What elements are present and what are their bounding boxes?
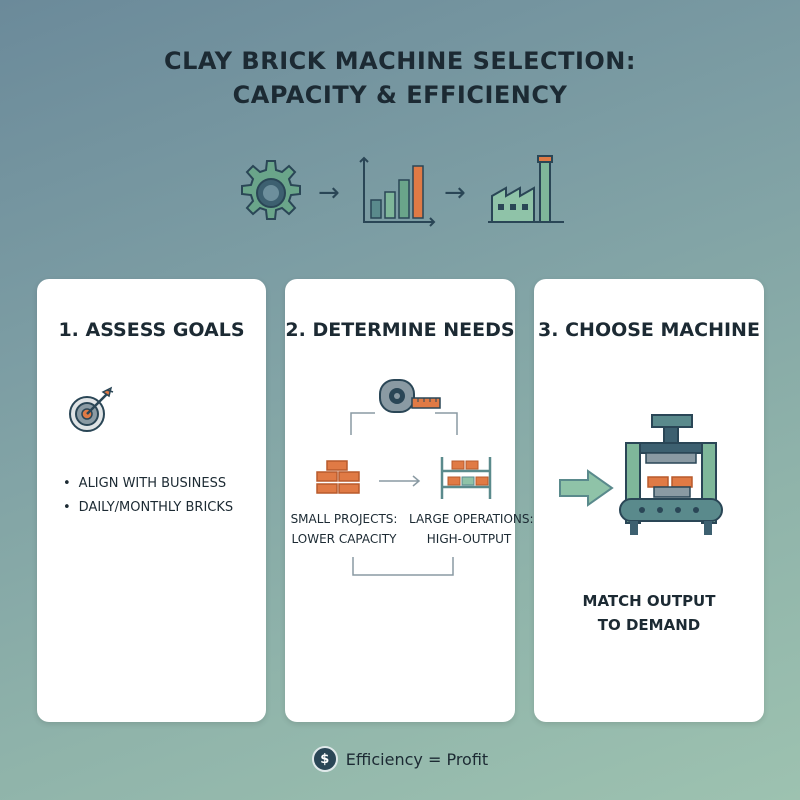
- label-line: HIGH-OUTPUT: [426, 532, 512, 546]
- caption-line: TO DEMAND: [597, 616, 701, 634]
- input-arrow-icon: [559, 469, 614, 507]
- target-icon: [69, 386, 114, 432]
- gear-icon: [241, 160, 301, 220]
- brick-press-machine-icon: [619, 414, 723, 535]
- tape-measure-icon: [379, 379, 441, 413]
- footer: $ Efficiency = Profit: [0, 746, 800, 772]
- arrow-right-icon: [379, 475, 421, 487]
- bullet-item: ALIGN WITH BUSINESS: [63, 472, 233, 496]
- brick-rack-icon: [440, 457, 492, 499]
- goal-bullets: ALIGN WITH BUSINESS DAILY/MONTHLY BRICKS: [63, 472, 233, 520]
- large-operations-label: LARGE OPERATIONS: HIGH-OUTPUT: [409, 509, 534, 549]
- dollar-icon: $: [311, 746, 338, 772]
- step-title: 3. CHOOSE MACHINE: [538, 319, 760, 341]
- step-card-choose-machine: 3. CHOOSE MACHINE MATCH OUTPUT TO DEMAND: [534, 279, 764, 722]
- label-line: LOWER CAPACITY: [291, 532, 397, 546]
- step-card-assess-goals: 1. ASSESS GOALS ALIGN WITH BUSINESS DAIL…: [37, 279, 266, 722]
- factory-icon: [488, 155, 564, 223]
- cycle-connector: [350, 412, 458, 576]
- title-line-2: CAPACITY & EFFICIENCY: [232, 81, 568, 109]
- flow-arrow-2: →: [444, 178, 466, 208]
- page-title: CLAY BRICK MACHINE SELECTION: CAPACITY &…: [0, 44, 800, 112]
- bar-chart-icon: [359, 156, 436, 227]
- step-card-determine-needs: 2. DETERMINE NEEDS SMALL PROJE: [285, 279, 534, 722]
- step-title: 1. ASSESS GOALS: [58, 319, 245, 341]
- bullet-item: DAILY/MONTHLY BRICKS: [63, 496, 233, 520]
- caption-line: MATCH OUTPUT: [582, 592, 716, 610]
- top-flow: → →: [0, 150, 800, 240]
- label-line: SMALL PROJECTS:: [290, 512, 398, 526]
- step-title: 2. DETERMINE NEEDS: [285, 319, 515, 341]
- small-projects-label: SMALL PROJECTS: LOWER CAPACITY: [285, 509, 403, 549]
- bricks-icon: [316, 460, 360, 494]
- label-line: LARGE OPERATIONS:: [409, 512, 534, 526]
- title-line-1: CLAY BRICK MACHINE SELECTION:: [164, 47, 636, 75]
- choose-machine-caption: MATCH OUTPUT TO DEMAND: [534, 589, 764, 637]
- footer-text: Efficiency = Profit: [345, 749, 489, 769]
- flow-arrow-1: →: [318, 178, 340, 208]
